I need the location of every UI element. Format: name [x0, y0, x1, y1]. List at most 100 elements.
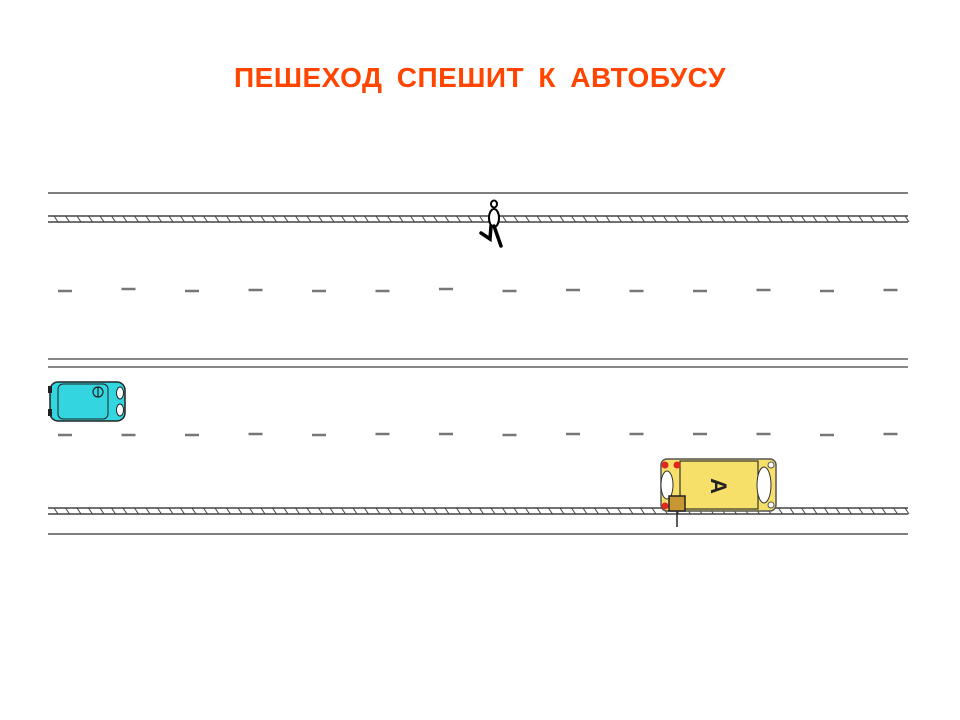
- curb-tick: [99, 507, 105, 515]
- curb-tick: [295, 215, 300, 223]
- curb-tick: [663, 215, 668, 223]
- curb-tick: [122, 507, 128, 515]
- curb-tick: [352, 507, 358, 515]
- bus-icon: [660, 458, 777, 512]
- curb-tick: [76, 507, 82, 515]
- curb-tick: [341, 215, 346, 223]
- curb-tick: [525, 215, 530, 223]
- curb-tick: [237, 215, 243, 223]
- curb-tick: [134, 507, 139, 515]
- curb-tick: [111, 215, 116, 223]
- curb-tick: [847, 215, 852, 223]
- curb-tick: [364, 507, 369, 515]
- curb-tick: [778, 507, 783, 515]
- curb-tick: [858, 507, 864, 515]
- curb-tick: [375, 215, 381, 223]
- curb-tick: [249, 507, 254, 515]
- curb-tick: [582, 215, 588, 223]
- curb-tick: [444, 215, 450, 223]
- curb-tick: [548, 507, 553, 515]
- curb-tick: [214, 507, 220, 515]
- curb-tick: [76, 215, 82, 223]
- curb-tick: [651, 507, 657, 515]
- curb-tick: [444, 507, 450, 515]
- curb-tick: [801, 215, 806, 223]
- curb-tick: [881, 507, 887, 515]
- curb-tick: [651, 215, 657, 223]
- curb-tick: [203, 215, 208, 223]
- curb-tick: [582, 507, 588, 515]
- curb-tick: [341, 507, 346, 515]
- curb-tick: [789, 215, 795, 223]
- curb-tick: [88, 507, 93, 515]
- curb-tick: [352, 215, 358, 223]
- curb-tick: [893, 215, 898, 223]
- curb-tick: [387, 507, 392, 515]
- curb-tick: [168, 507, 174, 515]
- curb-tick: [801, 507, 806, 515]
- curb-tick: [260, 215, 266, 223]
- curb-tick: [283, 215, 289, 223]
- curb-tick: [306, 507, 312, 515]
- curb-tick: [456, 507, 461, 515]
- curb-tick: [387, 215, 392, 223]
- curb-tick: [525, 507, 530, 515]
- curb-tick: [789, 507, 795, 515]
- curb-tick: [53, 507, 59, 515]
- curb-tick: [295, 507, 300, 515]
- bus-stop-sign-icon: [668, 495, 686, 527]
- curb-tick: [686, 215, 691, 223]
- curb-tick: [329, 507, 335, 515]
- curb-tick: [249, 215, 254, 223]
- curb-tick: [272, 507, 277, 515]
- curb-tick: [858, 215, 864, 223]
- curb-tick: [410, 507, 415, 515]
- curb-tick: [180, 215, 185, 223]
- curb-tick: [571, 215, 576, 223]
- curb-tick: [203, 507, 208, 515]
- running-pedestrian-icon: [479, 199, 503, 248]
- curb-tick: [168, 215, 174, 223]
- curb-tick: [628, 215, 634, 223]
- curb-tick: [904, 507, 910, 515]
- curb-tick: [329, 215, 335, 223]
- curb-tick: [456, 215, 461, 223]
- curb-tick: [306, 215, 312, 223]
- curb-tick: [847, 507, 852, 515]
- curb-tick: [594, 507, 599, 515]
- slide-title: ПЕШЕХОД СПЕШИТ К АВТОБУСУ: [234, 62, 726, 93]
- curb-tick: [571, 507, 576, 515]
- curb-tick: [824, 215, 829, 223]
- curb-tick: [674, 215, 680, 223]
- curb-tick: [548, 215, 553, 223]
- curb-tick: [812, 215, 818, 223]
- curb-tick: [778, 215, 783, 223]
- curb-tick: [732, 215, 737, 223]
- curb-tick: [421, 215, 427, 223]
- curb-tick: [191, 507, 197, 515]
- sidewalk-curb-top: [48, 215, 910, 223]
- bus-route-marker: А: [706, 478, 731, 494]
- curb-tick: [824, 507, 829, 515]
- curb-tick: [479, 507, 484, 515]
- curb-tick: [433, 507, 438, 515]
- curb-tick: [214, 215, 220, 223]
- curb-tick: [835, 507, 841, 515]
- curb-tick: [99, 215, 105, 223]
- curb-tick: [513, 507, 519, 515]
- curb-tick: [766, 215, 772, 223]
- curb-tick: [364, 215, 369, 223]
- curb-tick: [812, 507, 818, 515]
- curb-tick: [502, 507, 507, 515]
- curb-tick: [226, 215, 231, 223]
- curb-tick: [502, 215, 507, 223]
- curb-tick: [157, 507, 162, 515]
- curb-tick: [755, 215, 760, 223]
- curb-tick: [398, 507, 404, 515]
- curb-tick: [513, 215, 519, 223]
- curb-tick: [490, 507, 496, 515]
- curb-tick: [605, 215, 611, 223]
- curb-tick: [122, 215, 128, 223]
- car-icon: [48, 381, 126, 422]
